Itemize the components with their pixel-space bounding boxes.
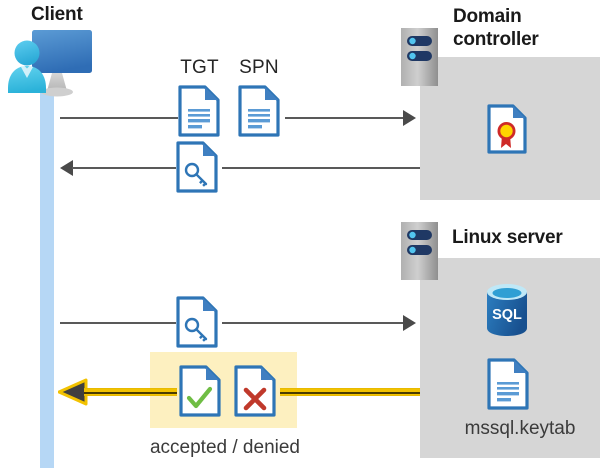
linux-server-label: Linux server (452, 227, 563, 248)
present-ticket-arrowhead (403, 315, 416, 331)
domain-controller-server-rack-icon (401, 28, 438, 86)
request-line-left (60, 117, 178, 119)
present-ticket-document-key-icon (176, 296, 218, 348)
user-at-computer-icon (8, 27, 94, 97)
request-arrowhead (403, 110, 416, 126)
tgt-document-icon (178, 85, 220, 137)
client-lifeline (40, 93, 54, 468)
sql-database-icon: SQL (484, 283, 530, 337)
ticket-line-left (72, 167, 176, 169)
present-ticket-line-left (60, 322, 176, 324)
sql-database-text: SQL (492, 307, 522, 323)
present-ticket-line-right (222, 322, 403, 324)
keytab-filename-label: mssql.keytab (464, 418, 576, 439)
request-line-right (285, 117, 403, 119)
auth-result-line-right (280, 388, 420, 396)
domain-controller-label: Domain controller (453, 6, 539, 50)
spn-document-icon (238, 85, 280, 137)
auth-result-caption: accepted / denied (149, 437, 300, 458)
ticket-document-key-icon (176, 141, 218, 193)
spn-label: SPN (239, 57, 279, 78)
keytab-document-icon (487, 358, 529, 410)
document-cross-icon (234, 365, 276, 417)
ticket-arrowhead (60, 160, 73, 176)
linux-server-server-rack-icon (401, 222, 438, 280)
ticket-line-right (222, 167, 420, 169)
auth-result-line-left (84, 388, 177, 396)
tgt-label: TGT (180, 57, 219, 78)
client-label: Client (31, 4, 83, 25)
certificate-document-icon (487, 104, 527, 154)
document-check-icon (179, 365, 221, 417)
